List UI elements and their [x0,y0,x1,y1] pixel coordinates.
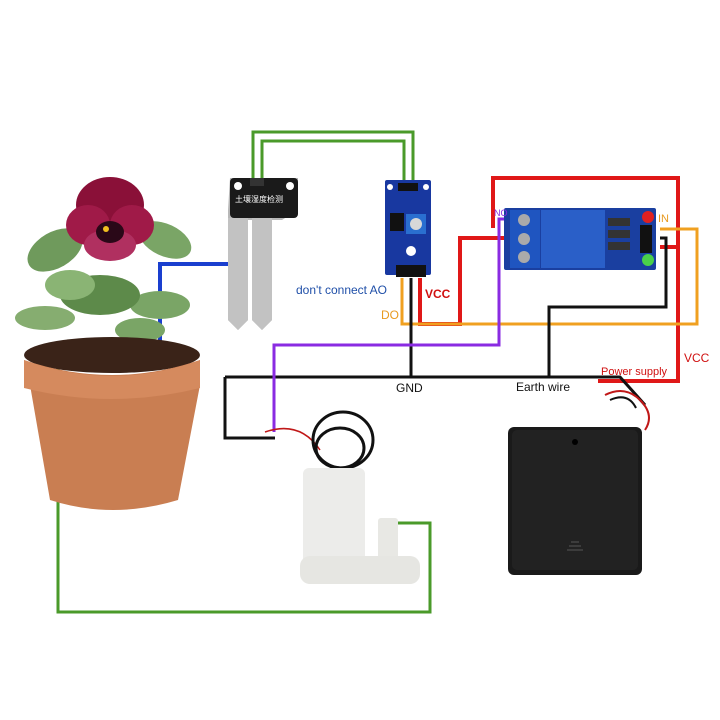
label-gnd: GND [396,381,423,395]
label-vcc-right: VCC [684,351,710,365]
label-vcc-sensor: VCC [425,287,451,301]
label-dont-connect-ao: don't connect AO [296,283,388,297]
soil-probe [228,178,298,330]
wire-no-purple [272,217,510,432]
label-do: DO [381,308,399,322]
wire-probe-green [251,130,415,185]
plant-pot [15,177,200,510]
label-earth-wire: Earth wire [516,380,571,394]
label-power-supply: Power supply [601,366,668,378]
battery-box [508,390,650,575]
wire-gnd-black [223,236,668,440]
wire-do-orange [400,227,699,326]
water-pump [264,410,420,584]
probe-text: 土壤湿度检测 [235,195,283,204]
relay-module [504,208,656,270]
label-relay-in: IN [658,213,669,225]
sensor-module [385,180,431,277]
label-relay-no: NO [494,208,508,218]
wire-outlet-green [56,357,432,614]
